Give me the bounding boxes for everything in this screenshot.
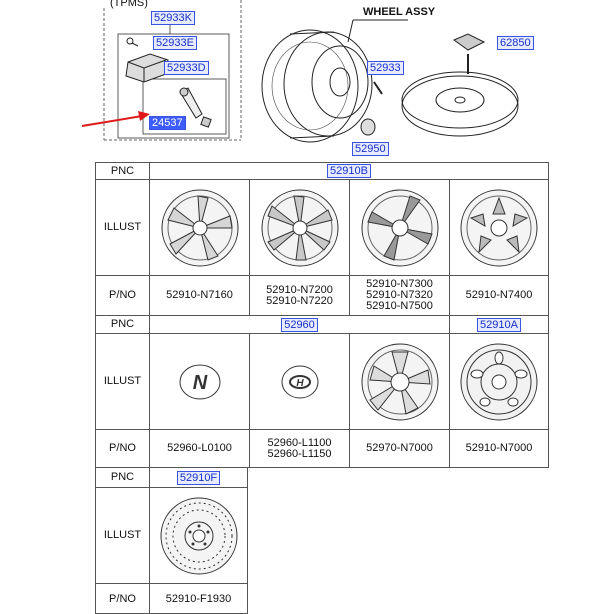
pno-cell-1-3: 52910-N7300 52910-N7320 52910-N7500 [350,276,450,316]
illust-cell-3-1 [150,488,248,584]
pnc-cell-2a: 52960 [150,316,450,334]
alloy-wheel-image-5 [361,343,438,420]
red-pointer-arrow [81,111,150,127]
illust-header-2: ILLUST [95,334,150,430]
alloy-wheel-image-1 [161,189,238,266]
part-number: 52910-N7500 [366,300,433,312]
pno-header-3: P/NO [95,584,150,614]
svg-text:H: H [296,378,304,389]
pno-cell-3-1: 52910-F1930 [150,584,248,614]
illust-cell-1-1 [150,180,250,276]
pno-header-1: P/NO [95,276,150,316]
steel-wheel-image [460,343,538,420]
pnc-header-1: PNC [95,162,150,180]
part-number: 52910-N7220 [266,294,333,307]
pno-cell-1-1: 52910-N7160 [150,276,250,316]
pno-cell-2-1: 52960-L0100 [150,430,250,468]
pno-cell-1-2: 52910-N7200 52910-N7220 [250,276,350,316]
part-number: 52970-N7000 [366,442,433,454]
illust-cell-1-2 [250,180,350,276]
hyundai-emblem-cap-image: H [281,365,318,398]
n-emblem-cap-image: N [179,364,220,399]
callout-24537[interactable]: 24537 [149,116,186,130]
pno-cell-1-4: 52910-N7400 [450,276,549,316]
part-number: 52910-F1930 [165,593,232,605]
pnc-cell-1: 52910B [150,162,549,180]
pnc-cell-2b: 52910A [450,316,549,334]
pno-cell-2-2: 52960-L1100 52960-L1150 [250,430,350,468]
alloy-wheel-image-4 [460,189,538,266]
wheel-assy-illustration [261,19,519,143]
svg-text:N: N [192,372,207,394]
alloy-wheel-image-3 [361,189,438,266]
part-number: 52960-L1100 [267,436,332,449]
callout-52933K[interactable]: 52933K [151,11,195,25]
pnc-cell-3: 52910F [150,468,248,488]
callout-62850[interactable]: 62850 [497,36,534,50]
alloy-wheel-image-2 [261,189,338,266]
illust-cell-1-3 [350,180,450,276]
illust-header-1: ILLUST [95,180,150,276]
pnc-52960[interactable]: 52960 [281,317,318,332]
illust-cell-2-2: H [250,334,350,430]
pno-cell-2-4: 52910-N7000 [450,430,549,468]
pnc-header-2: PNC [95,316,150,334]
callout-52933D[interactable]: 52933D [164,61,209,75]
tpms-sensor-illustration [125,37,212,128]
callout-52950[interactable]: 52950 [352,142,389,156]
callout-52933E[interactable]: 52933E [153,36,197,50]
pnc-header-3: PNC [95,468,150,488]
illust-cell-2-1: N [150,334,250,430]
part-number: 52960-L1150 [267,447,332,460]
wheel-assy-label: WHEEL ASSY [363,6,436,18]
pnc-52910A[interactable]: 52910A [477,317,521,332]
tpms-label: (TPMS) [110,0,148,9]
part-number: 52910-N7400 [465,289,533,301]
pno-cell-2-3: 52970-N7000 [350,430,450,468]
pnc-52910F[interactable]: 52910F [176,470,221,485]
part-number: 52910-N7000 [465,442,533,454]
part-number: 52910-N7300 [366,278,433,290]
illust-cell-1-4 [450,180,549,276]
illust-header-3: ILLUST [95,488,150,584]
callout-52933[interactable]: 52933 [367,61,404,75]
illust-cell-2-3 [350,334,450,430]
part-number: 52910-N7200 [266,283,333,296]
part-number: 52910-N7160 [166,289,233,301]
pnc-52910B[interactable]: 52910B [327,164,371,178]
steel-wheel-image-2 [160,497,237,574]
part-number: 52960-L0100 [167,442,232,454]
part-number: 52910-N7320 [366,289,433,301]
illust-cell-2-4 [450,334,549,430]
pno-header-2: P/NO [95,430,150,468]
